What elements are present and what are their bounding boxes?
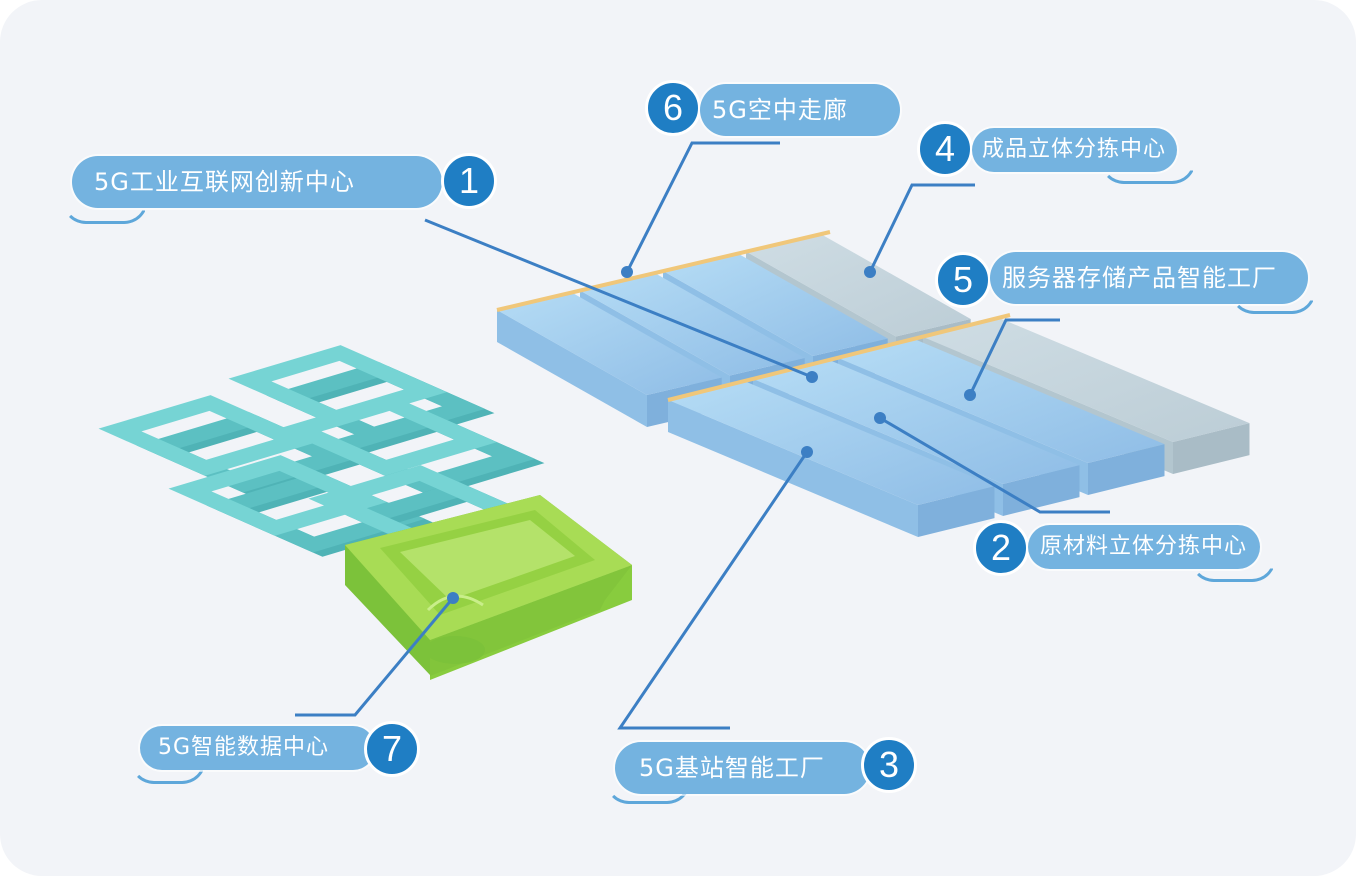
label-innovation-center[interactable]: 5G工业互联网创新中心 [72, 156, 442, 208]
label-swoosh [605, 780, 691, 804]
slab-top [497, 292, 722, 395]
leader-lines [295, 141, 1110, 730]
number-badge-6: 6 [645, 80, 701, 136]
label-swoosh [1190, 558, 1276, 582]
slab-top [753, 360, 1080, 484]
slab-end [1088, 444, 1165, 495]
label-swoosh [130, 760, 206, 784]
knot-frame [278, 395, 545, 497]
number-badge-1: 1 [441, 153, 497, 209]
label-swoosh [1100, 160, 1196, 184]
leader-dots [447, 266, 976, 604]
number-badge-3: 3 [861, 737, 917, 793]
label-data-center[interactable]: 5G智能数据中心 [140, 726, 375, 770]
slab-top [838, 339, 1165, 463]
number-badge-2: 2 [973, 520, 1029, 576]
number-badge-7: 7 [364, 721, 420, 777]
number-badge-4: 4 [917, 121, 973, 177]
slab-top [663, 253, 888, 356]
factory-blocks [497, 233, 1250, 537]
slab-end [1003, 465, 1080, 516]
label-base-station-factory[interactable]: 5G基站智能工厂 [615, 742, 870, 794]
number-badge-5: 5 [935, 252, 991, 308]
slab-top [746, 233, 971, 337]
label-swoosh [1230, 290, 1316, 314]
slab-end [918, 486, 995, 537]
label-sky-corridor[interactable]: 5G空中走廊 [700, 84, 900, 136]
label-finished-goods-sorting[interactable]: 成品立体分拣中心 [972, 128, 1177, 172]
label-raw-material-sorting[interactable]: 原材料立体分拣中心 [1028, 525, 1260, 569]
knot-frame [168, 455, 435, 557]
label-swoosh [62, 200, 148, 224]
slab-end [1173, 423, 1250, 474]
5g-sky-corridor [496, 230, 1011, 402]
slab-side [668, 400, 918, 537]
slab-side [497, 310, 647, 427]
data-center-green-building [345, 495, 632, 680]
slab-top [923, 318, 1250, 442]
slab-top [668, 381, 995, 505]
